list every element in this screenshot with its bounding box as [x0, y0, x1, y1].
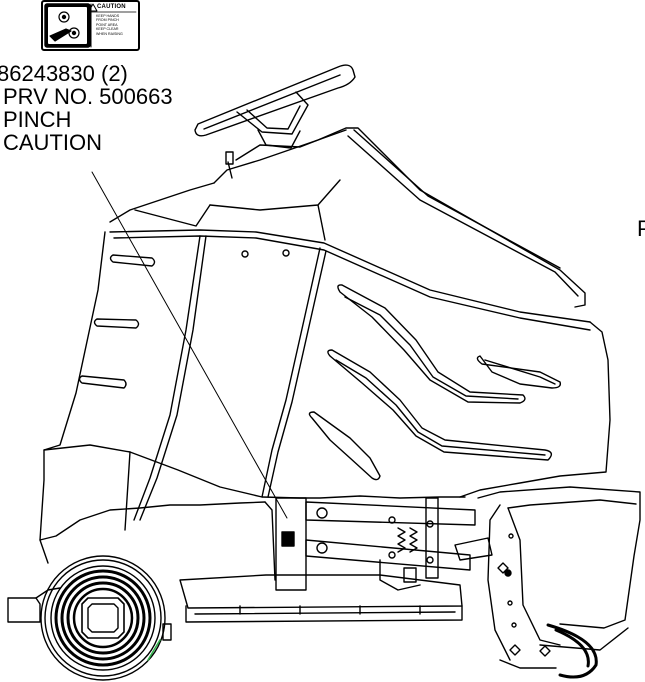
pinch-hand-warning-icon — [49, 3, 98, 42]
hood-upper — [109, 127, 586, 308]
steering-wheel — [194, 64, 356, 137]
rear-wheel — [7, 555, 172, 681]
front-wheel — [546, 623, 598, 679]
callout-label: 86243830 (2) PRV NO. 500663 PINCH CAUTIO… — [0, 62, 173, 154]
decal-caption: CAUTION — [97, 4, 126, 10]
lift-linkage — [275, 497, 493, 591]
decal-text-line: FROM PINCH — [96, 18, 119, 23]
side-vents — [308, 284, 562, 481]
body-fasteners — [241, 249, 290, 258]
right-edge-letter: P — [637, 216, 645, 241]
callout-part-number: 86243830 (2) — [0, 61, 128, 86]
callout-prv-number: PRV NO. 500663 — [3, 84, 173, 109]
front-bumper — [477, 486, 641, 669]
panel-seams — [133, 235, 327, 521]
callout-leader-line — [91, 171, 288, 519]
callout-line-pinch: PINCH — [3, 107, 72, 132]
scrub-deck — [179, 574, 463, 623]
decal-text: KEEP HANDS FROM PINCH POINT AREA KEEP CL… — [96, 14, 123, 36]
decal-text-line: WHEN RAISING — [96, 31, 123, 36]
callout-line-caution: CAUTION — [3, 130, 102, 155]
decal-text-line: KEEP CLEAR — [96, 27, 119, 32]
decal-text-line: KEEP HANDS — [96, 14, 120, 18]
steering-column — [225, 129, 347, 179]
front-body — [39, 229, 611, 581]
side-slots — [78, 254, 156, 389]
decal-text-line: POINT AREA — [96, 22, 118, 27]
